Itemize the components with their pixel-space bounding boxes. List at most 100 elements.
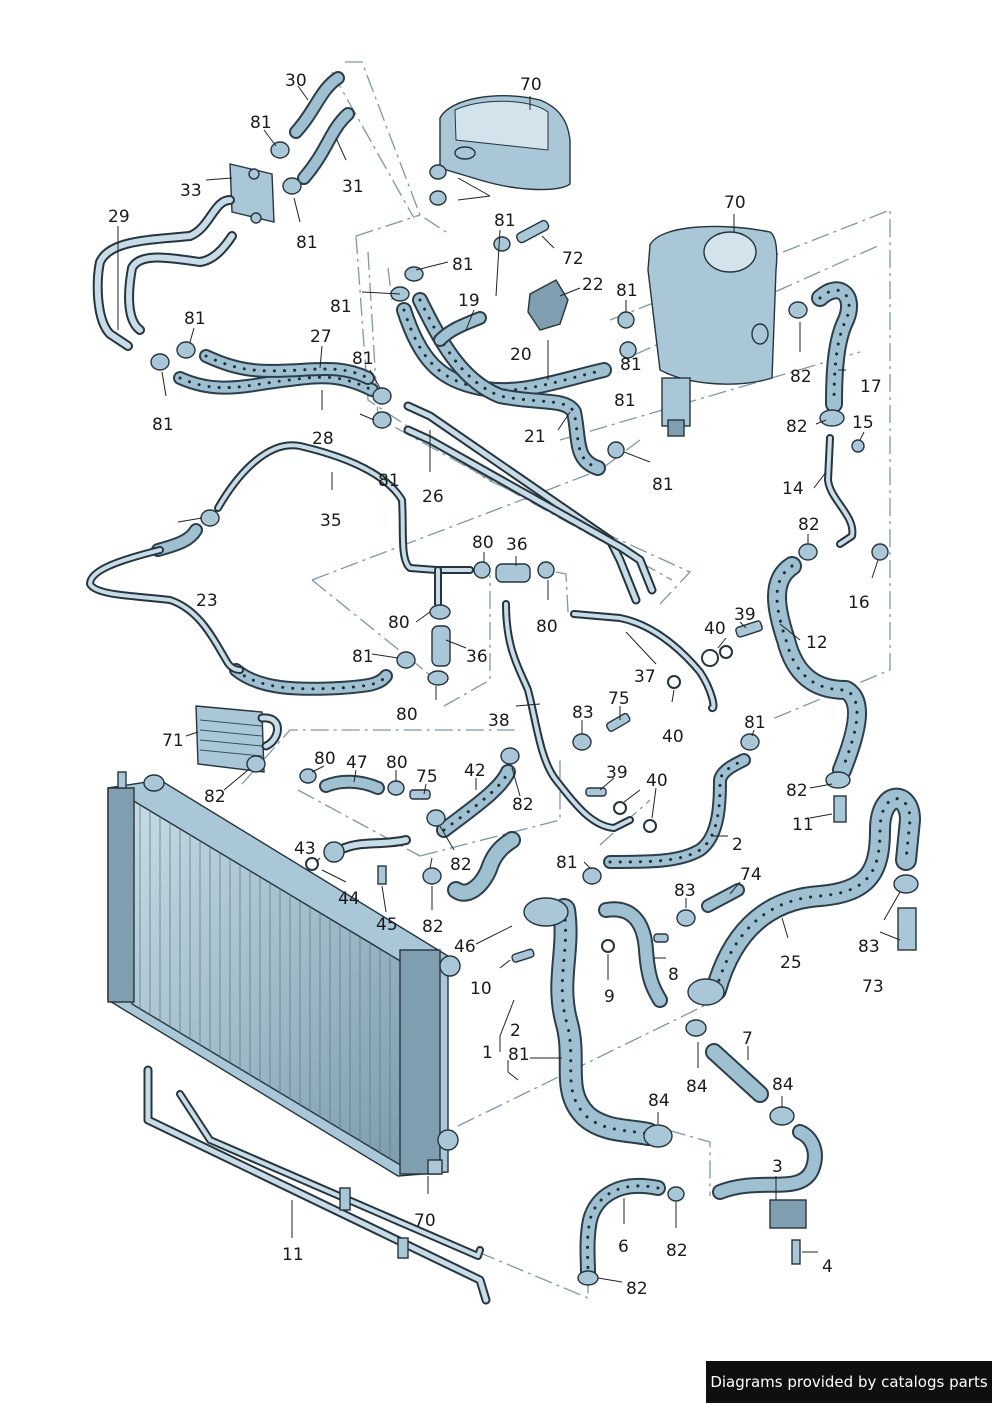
callout-label: 39 [734,605,756,625]
callout-label: 80 [536,617,558,637]
callout-label: 2 [732,835,743,855]
callout-label: 84 [686,1077,708,1097]
callout-label: 11 [282,1245,304,1265]
callout-label: 83 [572,703,594,723]
callout-label: 82 [786,781,808,801]
radiator [107,771,461,1177]
callout-label: 81 [352,647,374,667]
callout-label: 35 [320,511,342,531]
callout-label: 30 [285,71,307,91]
callout-label: 81 [152,415,174,435]
callout-label: 4 [822,1257,833,1277]
callout-label: 81 [352,349,374,369]
callout-label: 73 [862,977,884,997]
oil-cooler-33 [229,163,275,224]
callout-label: 82 [666,1241,688,1261]
callout-label: 82 [204,787,226,807]
expansion-tank-lower [647,225,778,437]
credit-banner: Diagrams provided by catalogs parts [706,1361,992,1403]
callout-label: 14 [782,479,804,499]
callout-label: 19 [458,291,480,311]
callout-label: 37 [634,667,656,687]
callout-label: 82 [512,795,534,815]
callout-label: 84 [772,1075,794,1095]
callout-label: 81 [184,309,206,329]
callout-labels: 30 81 31 33 81 70 29 81 72 70 81 81 19 2… [108,71,884,1299]
callout-label: 72 [562,249,584,269]
callout-label: 39 [606,763,628,783]
callout-label: 43 [294,839,316,859]
callout-label: 81 [620,355,642,375]
callout-label: 3 [772,1157,783,1177]
callout-label: 71 [162,731,184,751]
callout-label: 74 [740,865,762,885]
callout-label: 17 [860,377,882,397]
callout-label: 42 [464,761,486,781]
callout-label: 70 [414,1211,436,1231]
callout-label: 81 [330,297,352,317]
callout-label: 38 [488,711,510,731]
callout-label: 10 [470,979,492,999]
callout-label: 81 [494,211,516,231]
callout-label: 80 [314,749,336,769]
callout-label: 81 [744,713,766,733]
hoses [151,71,921,1280]
callout-label: 29 [108,207,130,227]
callout-label: 81 [452,255,474,275]
callout-label: 20 [510,345,532,365]
callout-label: 27 [310,327,332,347]
callout-label: 8 [668,965,679,985]
callout-label: 36 [466,647,488,667]
callout-label: 40 [646,771,668,791]
callout-label: 46 [454,937,476,957]
callout-label: 81 [614,391,636,411]
callout-label: 82 [450,855,472,875]
callout-label: 80 [396,705,418,725]
callout-label: 1 [482,1043,493,1063]
callout-label: 7 [742,1029,753,1049]
callout-label: 82 [798,515,820,535]
callout-label: 70 [520,75,542,95]
callout-label: 82 [422,917,444,937]
callout-label: 16 [848,593,870,613]
callout-label: 84 [648,1091,670,1111]
callout-label: 81 [616,281,638,301]
callout-label: 23 [196,591,218,611]
support-rail [143,1065,491,1305]
callout-label: 36 [506,535,528,555]
callout-label: 6 [618,1237,629,1257]
callout-label: 21 [524,427,546,447]
callout-label: 83 [674,881,696,901]
callout-label: 28 [312,429,334,449]
callout-label: 75 [608,689,630,709]
callout-label: 25 [780,953,802,973]
oil-cooler-71 [195,705,282,773]
callout-label: 44 [338,889,360,909]
callout-label: 82 [626,1279,648,1299]
callout-label: 80 [472,533,494,553]
callout-label: 82 [790,367,812,387]
leader-lines [117,85,901,1283]
callout-label: 26 [422,487,444,507]
callout-label: 81 [296,233,318,253]
callout-label: 81 [508,1045,530,1065]
callout-label: 12 [806,633,828,653]
callout-label: 33 [180,181,202,201]
callout-label: 45 [376,915,398,935]
callout-label: 2 [510,1021,521,1041]
callout-label: 22 [582,275,604,295]
callout-label: 80 [386,753,408,773]
callout-label: 70 [724,193,746,213]
pipes [86,195,857,863]
callout-label: 82 [786,417,808,437]
callout-label: 81 [378,471,400,491]
expansion-tank-upper [439,95,571,191]
callout-label: 9 [604,987,615,1007]
callout-label: 81 [556,853,578,873]
callout-label: 47 [346,753,368,773]
callout-label: 31 [342,177,364,197]
callout-label: 11 [792,815,814,835]
callout-label: 81 [652,475,674,495]
credit-text: Diagrams provided by catalogs parts [710,1373,988,1391]
